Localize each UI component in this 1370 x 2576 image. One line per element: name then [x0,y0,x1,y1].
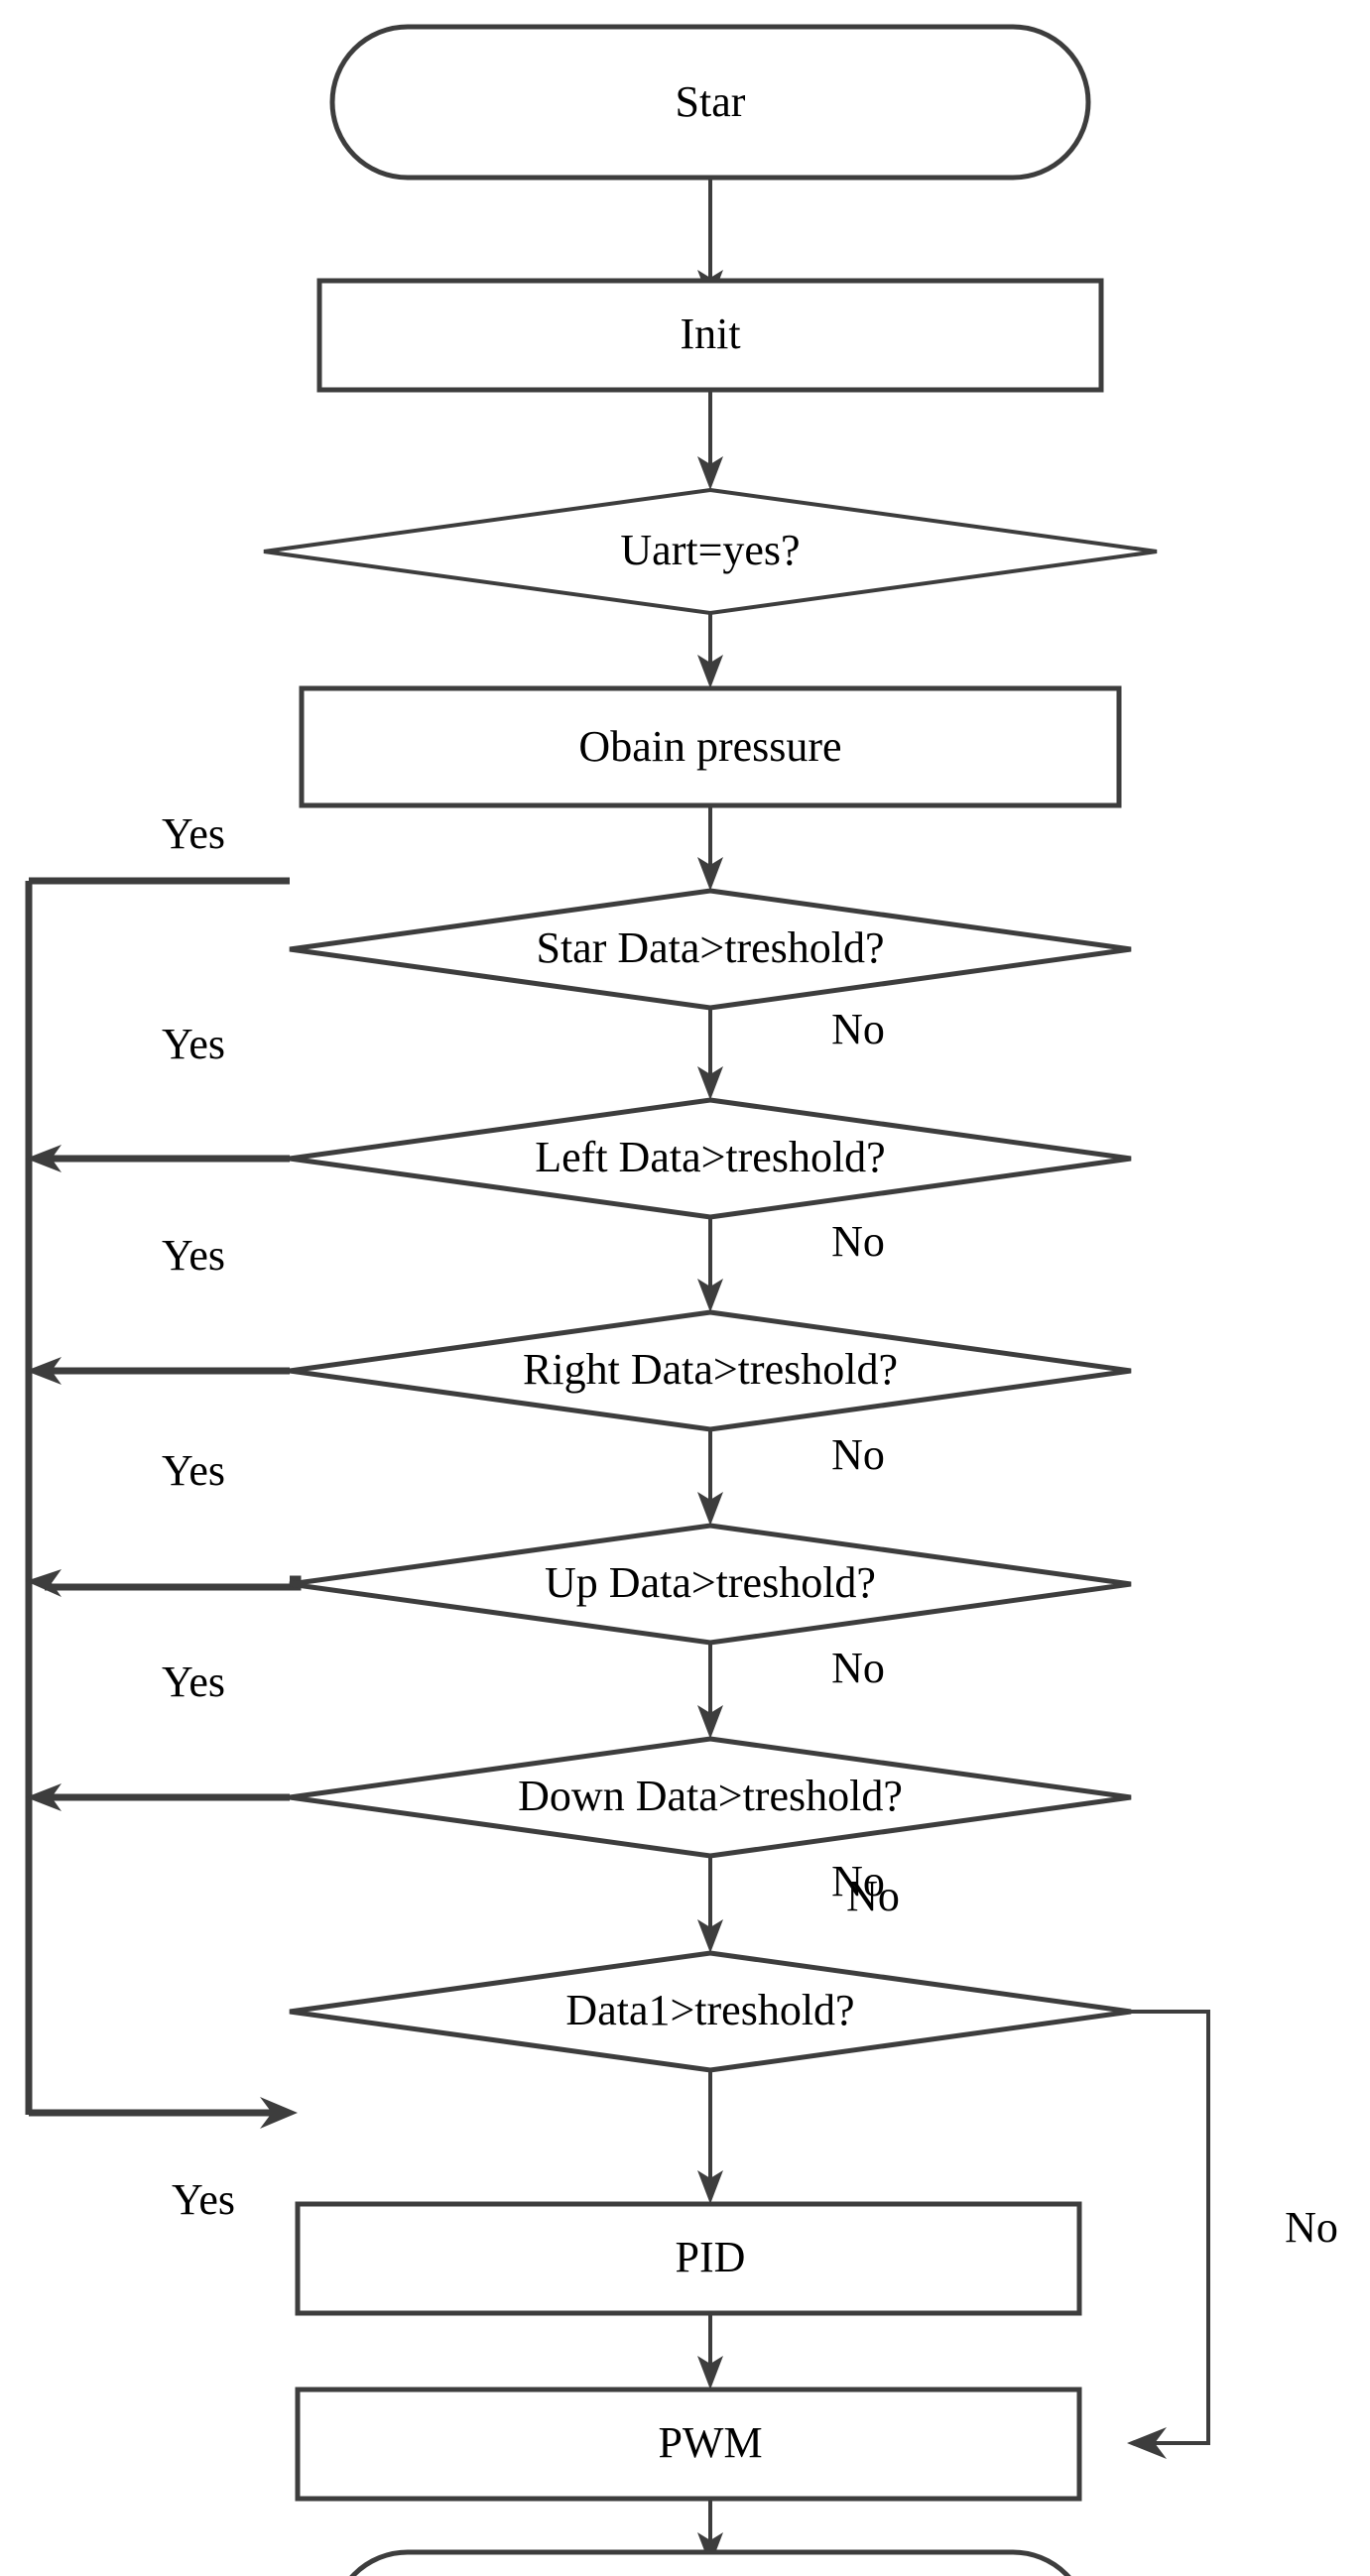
edge-label-left-data-no: No [831,1217,885,1266]
nodes-layer: Star Init Uart=yes? Obain pressure Star … [263,24,1158,2576]
edge-left-data-yes-to-bus [26,1145,290,1172]
pid-label: PID [676,2233,746,2281]
up-data-decision-shape [289,1523,1132,1646]
node-data1-decision[interactable]: Data1>treshold? [289,1950,1132,2073]
start-terminator-shape [329,24,1091,181]
edge-right-data-yes-to-bus [26,1357,290,1385]
node-up-data-decision[interactable]: Up Data>treshold? [289,1523,1132,1646]
edge-label-data1-no: No [846,1872,900,1920]
edge-uart-to-obain-pressure [697,613,723,688]
edge-obain-pressure-to-star-data [697,805,723,891]
edge-left-data-no-to-right-data [697,1217,723,1312]
data1-decision-shape [289,1950,1132,2073]
end-terminator-shape [349,2549,1071,2576]
pwm-process-shape [295,2387,1082,2502]
node-pwm[interactable]: PWM [295,2387,1082,2502]
edge-up-data-yes-to-bus [26,1569,302,1597]
up-data-label: Up Data>treshold? [545,1558,876,1607]
edge-label-right-data-yes: Yes [162,1231,225,1280]
node-init[interactable]: Init [316,278,1104,393]
right-data-decision-shape [289,1309,1132,1432]
edge-left-bus-to-pid [29,2097,298,2129]
edge-pwm-to-end [697,2499,723,2566]
node-right-data-decision[interactable]: Right Data>treshold? [289,1309,1132,1432]
edge-label-star-data-no: No [831,1005,885,1053]
node-uart-decision[interactable]: Uart=yes? [263,487,1158,616]
pid-process-shape [295,2201,1082,2316]
edge-label-right-data-no: No [831,1430,885,1479]
edge-data1-no-to-end [1127,2010,1210,2459]
uart-decision-shape [263,487,1158,616]
edge-star-data-no-to-left-data [697,1008,723,1100]
node-pid[interactable]: PID [295,2201,1082,2316]
data1-label: Data1>treshold? [565,1986,854,2034]
edge-up-data-no-to-down-data [697,1643,723,1739]
init-label: Init [680,309,740,358]
edge-down-data-yes-to-bus [26,1783,290,1811]
init-process-shape [316,278,1104,393]
node-left-data-decision[interactable]: Left Data>treshold? [289,1097,1132,1220]
uart-label: Uart=yes? [620,526,800,574]
edge-label-left-data-yes: Yes [162,1020,225,1068]
obain-pressure-process-shape [299,685,1122,808]
edge-label-end-no: No [1285,2203,1338,2252]
obain-pressure-label: Obain pressure [578,722,841,771]
left-data-label: Left Data>treshold? [535,1133,885,1181]
edge-down-data-no-to-data1 [697,1856,723,1953]
node-obain-pressure[interactable]: Obain pressure [299,685,1122,808]
edge-label-up-data-no: No [831,1644,885,1692]
edge-label-star-data-yes: Yes [162,809,225,858]
edge-pid-to-pwm [697,2313,723,2390]
left-data-decision-shape [289,1097,1132,1220]
node-start[interactable]: Star [329,24,1091,181]
edge-data1-yes-to-pid [697,2070,723,2204]
node-star-data-decision[interactable]: Star Data>treshold? [289,888,1132,1011]
edge-right-data-no-to-up-data [697,1429,723,1526]
node-down-data-decision[interactable]: Down Data>treshold? [289,1736,1132,1859]
pwm-label: PWM [658,2418,762,2467]
down-data-decision-shape [289,1736,1132,1859]
edge-label-down-data-yes: Yes [162,1657,225,1706]
edge-label-bus-to-pid-yes: Yes [172,2175,235,2224]
start-label: Star [676,77,746,126]
edge-labels-layer: Yes No Yes No Yes No Yes No Yes No No Ye… [162,809,1338,2252]
right-data-label: Right Data>treshold? [523,1345,898,1394]
edge-label-down-data-no: No [831,1857,885,1905]
star-data-decision-shape [289,888,1132,1011]
down-data-label: Down Data>treshold? [518,1772,903,1820]
edge-label-up-data-yes: Yes [162,1446,225,1495]
edge-init-to-uart [697,390,723,490]
star-data-label: Star Data>treshold? [536,923,884,972]
node-end[interactable]: End [332,2549,1088,2576]
